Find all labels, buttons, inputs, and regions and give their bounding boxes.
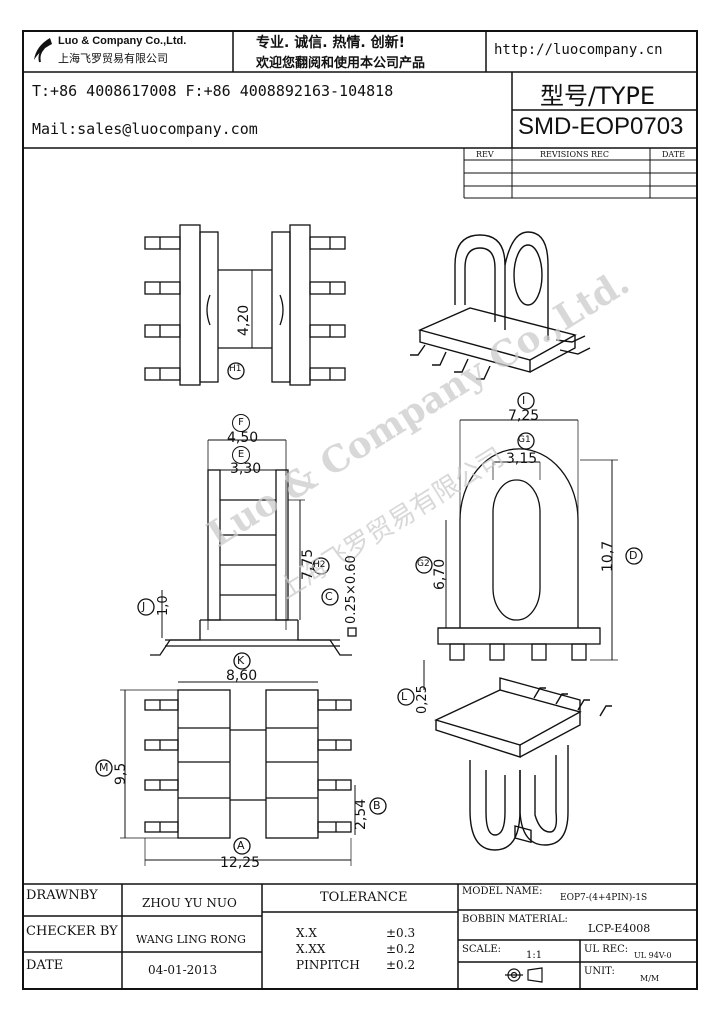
drawnby-value: ZHOU YU NUO (142, 896, 237, 910)
model-number: SMD-EOP0703 (518, 113, 684, 140)
dim-f-tag: F (232, 414, 250, 432)
dim-h1: 4,20 (236, 304, 252, 336)
company-logo (30, 36, 56, 68)
dim-j: 1,0 (156, 595, 171, 616)
dim-l-tag: L (401, 690, 408, 703)
dim-h2: 7,75 (300, 548, 316, 580)
checker-value: WANG LING RONG (136, 933, 246, 946)
checker-label: CHECKER BY (26, 924, 118, 939)
dim-m-tag: M (99, 761, 109, 774)
dim-d-tag: D (629, 549, 638, 562)
drawnby-label: DRAWNBY (26, 888, 98, 903)
dim-b: 2,54 (353, 798, 369, 830)
dim-m: 9,5 (113, 762, 129, 785)
company-name-cn: 上海飞罗贸易有限公司 (58, 52, 168, 65)
dim-h1-tag: H1 (229, 364, 242, 374)
tol-pinpitch-key: PINPITCH (296, 958, 360, 972)
phone-fax: T:+86 4008617008 F:+86 4008892163-104818 (32, 82, 394, 100)
dim-i-tag: I (522, 394, 526, 407)
tol-xxx-value: ±0.2 (386, 942, 416, 956)
tol-pinpitch-value: ±0.2 (386, 958, 416, 972)
ulrec-value: UL 94V-0 (634, 951, 672, 960)
bobbin-label: BOBBIN MATERIAL: (462, 914, 568, 925)
unit-label: UNIT: (584, 966, 615, 977)
type-label: 型号/TYPE (540, 82, 656, 110)
dim-a-tag: A (237, 839, 245, 852)
model-name-value: EOP7-(4+4PIN)-1S (560, 893, 648, 903)
drawing-frame (22, 30, 698, 990)
dim-a: 12,25 (220, 855, 261, 871)
dim-g2-tag: G2 (417, 559, 430, 569)
tol-xx-key: X.X (296, 926, 317, 940)
revisions-rec-header: REVISIONS REC (540, 150, 610, 159)
dim-e: 3,30 (230, 461, 262, 477)
ulrec-label: UL REC: (584, 944, 629, 955)
date-label: DATE (26, 958, 64, 973)
tolerance-label: TOLERANCE (320, 890, 408, 905)
dim-b-tag: B (373, 799, 381, 812)
rev-header: REV (476, 150, 494, 159)
email[interactable]: Mail:sales@luocompany.com (32, 120, 258, 138)
dim-e-tag: E (232, 446, 250, 464)
tol-xx-value: ±0.3 (386, 926, 416, 940)
slogan-line1: 专业. 诚信. 热情. 创新! (256, 35, 405, 51)
slogan-line2: 欢迎您翻阅和使用本公司产品 (256, 56, 426, 71)
scale-value: 1:1 (526, 950, 543, 961)
date-value: 04-01-2013 (148, 963, 218, 977)
dim-l: 0,25 (415, 685, 430, 714)
dim-d: 10,7 (600, 540, 616, 572)
dim-h2-tag: H2 (313, 560, 326, 570)
dim-c-tag: C (325, 590, 333, 603)
dim-i: 7,25 (508, 408, 540, 424)
dim-g1: 3,15 (506, 451, 538, 467)
date-header: DATE (662, 150, 685, 159)
dim-f: 4,50 (227, 430, 259, 446)
tol-xxx-key: X.XX (296, 942, 326, 956)
bobbin-value: LCP-E4008 (588, 922, 651, 935)
model-name-label: MODEL NAME: (462, 886, 543, 897)
dim-k-tag: K (237, 654, 245, 667)
unit-value: M/M (640, 974, 660, 983)
scale-label: SCALE: (462, 944, 502, 955)
website-url[interactable]: http://luocompany.cn (494, 42, 663, 58)
dim-g1-tag: G1 (518, 435, 531, 445)
dim-j-tag: J (142, 600, 146, 613)
dim-k: 8,60 (226, 668, 258, 684)
dim-c: 0.25×0.60 (344, 555, 359, 624)
dim-g2: 6,70 (432, 558, 448, 590)
company-name-en: Luo & Company Co.,Ltd. (58, 35, 187, 47)
